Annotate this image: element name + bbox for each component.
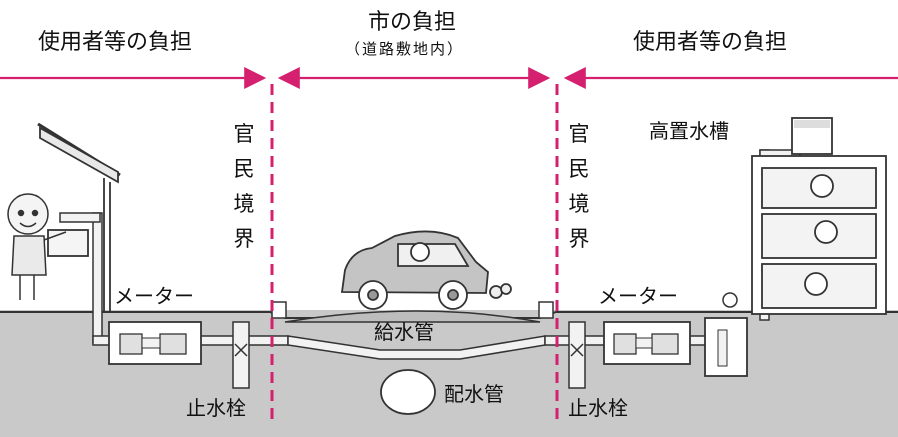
meter-box-left	[108, 321, 202, 365]
house-left	[37, 122, 121, 312]
water-main-pipe	[380, 369, 436, 415]
boundary-label-right: 官 民 境 界	[567, 124, 591, 264]
boundary-label-left: 官 民 境 界	[232, 124, 256, 264]
boundary-char: 民	[233, 157, 255, 181]
boundary-char: 境	[233, 192, 255, 216]
boundary-char: 民	[568, 157, 590, 181]
elevated-tank-label: 高置水槽	[649, 119, 729, 143]
service-pipe-label: 給水管	[374, 320, 434, 344]
person-left	[7, 193, 67, 300]
boundary-char: 官	[233, 122, 255, 146]
road-surface	[284, 310, 541, 323]
apartment-building	[751, 155, 887, 315]
car	[340, 230, 512, 310]
curb-right	[538, 301, 554, 319]
receiving-tank	[704, 292, 748, 377]
meter-label-left: メーター	[114, 284, 194, 308]
stop-valve-left	[232, 321, 250, 389]
boundary-char: 界	[568, 227, 590, 251]
stop-valve-label-right: 止水栓	[568, 396, 628, 420]
elevated-tank-icon	[791, 117, 833, 155]
water-main-label: 配水管	[444, 382, 504, 406]
center-responsibility-sublabel: （道路敷地内）	[345, 40, 465, 58]
center-responsibility-label: 市の負担	[368, 10, 457, 35]
stop-valve-label-left: 止水栓	[186, 396, 246, 420]
meter-box-right	[603, 321, 691, 365]
meter-label-right: メーター	[598, 284, 678, 308]
right-responsibility-label: 使用者等の負担	[633, 30, 788, 55]
left-responsibility-label: 使用者等の負担	[38, 30, 193, 55]
boundary-char: 界	[233, 227, 255, 251]
boundary-char: 官	[568, 122, 590, 146]
boundary-char: 境	[568, 192, 590, 216]
curb-left	[271, 301, 287, 319]
stop-valve-right	[568, 321, 586, 389]
